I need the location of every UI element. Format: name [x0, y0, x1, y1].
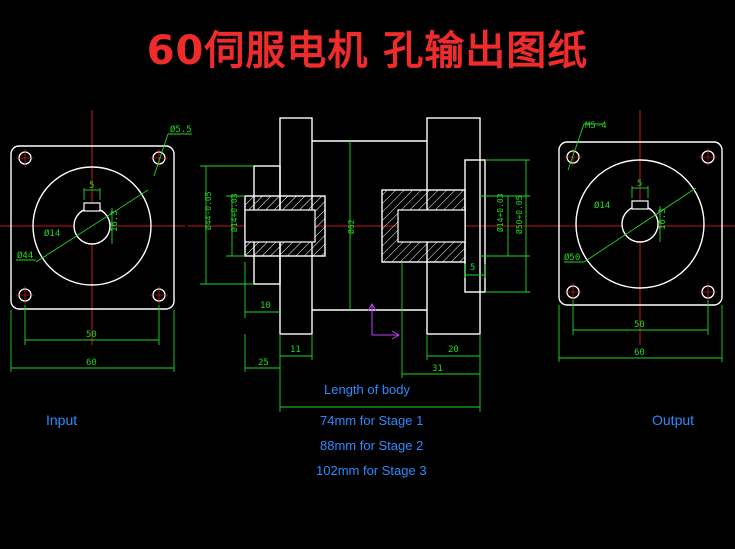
output-bore-label: Ø14 — [594, 200, 610, 211]
output-dimension-lines — [558, 123, 723, 362]
stage3-length: 102mm for Stage 3 — [316, 463, 427, 478]
input-mounting-holes — [16, 149, 168, 304]
output-pcd-label: Ø50 — [564, 252, 580, 263]
side-flange-out-label: Ø50+0.05 — [514, 195, 524, 234]
output-keyway-depth-label: 16.3 — [658, 208, 668, 230]
input-dimension-lines — [10, 133, 192, 372]
side-shaft-in-label: Ø44-0.05 — [203, 191, 213, 230]
side-dimension-lines — [200, 141, 530, 412]
drawing-title: 60伺服电机 孔输出图纸 — [146, 28, 589, 74]
side-11-label: 11 — [290, 345, 301, 355]
input-flange-view: Ø5.5 5 16.3 Ø14 Ø44 50 60 — [0, 110, 192, 372]
input-keyway-depth-label: 16.3 — [110, 210, 120, 232]
input-width-label: 60 — [86, 358, 97, 368]
output-mounting-holes — [564, 148, 717, 301]
output-hole-label: M5-4 — [585, 121, 607, 131]
output-label: Output — [652, 412, 695, 428]
side-20-label: 20 — [448, 345, 459, 355]
length-of-body-label: Length of body — [324, 382, 411, 397]
side-section-view: Ø44-0.05 Ø14+0.03 Ø62 Ø14+0.03 Ø50+0.05 … — [188, 117, 545, 412]
output-keyway-width-label: 5 — [637, 179, 642, 189]
side-bore-in-label: Ø14+0.03 — [229, 193, 239, 232]
output-bore-circle — [621, 205, 659, 243]
axis-indicator — [367, 302, 401, 340]
input-pilot-circle — [32, 166, 152, 286]
input-flange-outline — [10, 145, 175, 310]
input-pitch-label: 50 — [86, 330, 97, 340]
input-label: Input — [46, 412, 78, 428]
stage2-length: 88mm for Stage 2 — [320, 438, 424, 453]
input-keyway-width-label: 5 — [89, 181, 94, 191]
side-bore-out-label: Ø14+0.03 — [495, 193, 505, 232]
output-keyway — [631, 200, 649, 210]
output-bore-cavity — [397, 209, 466, 243]
input-bore-cavity — [244, 209, 316, 243]
side-31-label: 31 — [432, 364, 443, 374]
side-key-label: 5 — [470, 263, 475, 273]
side-25-label: 25 — [258, 358, 269, 368]
output-pitch-label: 50 — [634, 320, 645, 330]
output-flange-view: M5-4 5 16.3 Ø14 Ø50 50 60 — [545, 110, 735, 362]
stage1-length: 74mm for Stage 1 — [320, 413, 424, 428]
output-flange-outline — [558, 141, 723, 306]
output-pilot-circle — [575, 159, 705, 289]
input-keyway — [83, 202, 101, 212]
input-bore-label: Ø14 — [44, 228, 60, 239]
output-width-label: 60 — [634, 348, 645, 358]
input-pcd-label: Ø44 — [17, 250, 33, 261]
side-body-dia-label: Ø62 — [346, 219, 356, 234]
input-hole-label: Ø5.5 — [170, 124, 192, 135]
side-10-label: 10 — [260, 301, 271, 311]
